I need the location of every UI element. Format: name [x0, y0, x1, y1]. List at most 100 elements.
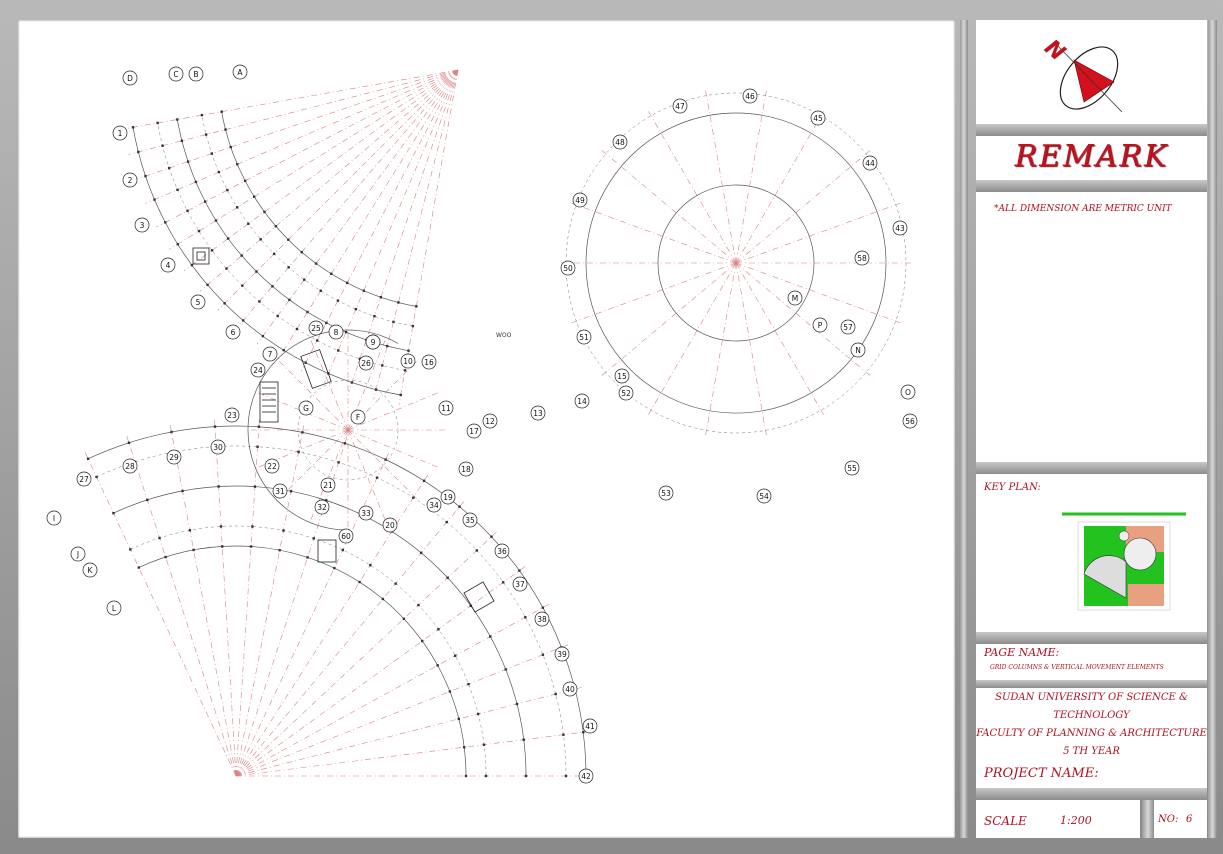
column	[206, 283, 209, 287]
bottom-fan-grid-ray	[125, 433, 237, 777]
column	[524, 616, 527, 619]
column	[255, 270, 258, 273]
grid-bubble-label: 40	[565, 685, 575, 694]
page-name-value: GRID COLUMNS & VERTICAL MOVEMENT ELEMENT…	[990, 664, 1164, 671]
grid-bubble: 8	[328, 324, 344, 340]
top-fan-grid-ray	[373, 69, 459, 400]
grid-bubble: 47	[672, 98, 688, 114]
grid-bubble: K	[82, 562, 98, 578]
circle-grid-ray	[735, 262, 767, 436]
column	[524, 774, 528, 778]
column	[204, 200, 207, 203]
grid-bubble: 39	[554, 646, 570, 662]
room-tag: WOO	[496, 332, 512, 339]
grid-bubble: I	[46, 510, 62, 526]
column	[129, 548, 132, 551]
column	[282, 349, 285, 352]
column	[379, 296, 383, 299]
column	[403, 369, 407, 372]
grid-bubble: 16	[421, 354, 437, 370]
grid-bubble: 24	[250, 362, 266, 378]
column	[464, 774, 468, 778]
column	[457, 717, 460, 721]
grid-bubble: J	[70, 546, 86, 562]
column	[515, 702, 519, 706]
grid-bubble: 33	[358, 505, 374, 521]
column	[276, 314, 279, 318]
grid-bubble-label: 29	[169, 453, 179, 462]
grid-bubble: 15	[614, 368, 630, 384]
column	[226, 237, 230, 240]
grid-bubble: 35	[462, 512, 478, 528]
grid-bubble-label: 47	[675, 102, 685, 111]
floor-plan-drawing: DCBASFGMPNOIJKL1234567891011121314151617…	[46, 64, 918, 784]
column	[217, 485, 220, 488]
column	[386, 344, 389, 348]
grid-bubble-label: 2	[128, 176, 133, 185]
circle-grid-ray	[705, 90, 737, 264]
circle-grid-ray	[601, 150, 737, 264]
column	[213, 425, 217, 428]
grid-bubble-label: L	[112, 604, 117, 613]
column	[137, 566, 140, 569]
top-fan-grid-ray	[217, 69, 459, 311]
column	[176, 118, 179, 121]
top-fan-grid-ray	[256, 69, 459, 345]
grid-bubble: 36	[494, 543, 510, 559]
grid-bubble-label: 19	[443, 493, 453, 502]
top-fan-grid-ray	[156, 69, 459, 228]
grid-bubble-label: 45	[813, 114, 823, 123]
column	[315, 339, 319, 342]
grid-bubble: 25	[308, 320, 324, 336]
column	[301, 431, 304, 434]
grid-bubble: 2	[122, 172, 138, 188]
grid-bubble-label: 48	[615, 138, 625, 147]
top-fan-grid-ray	[128, 69, 459, 155]
grid-bubble: 44	[862, 155, 878, 171]
frame-edge	[1208, 20, 1217, 838]
north-label: N	[1039, 35, 1069, 66]
column	[344, 330, 348, 334]
column	[243, 179, 247, 183]
column	[541, 653, 545, 656]
grid-bubble-label: 9	[371, 338, 376, 347]
column	[256, 445, 259, 448]
circle-grid-ray	[705, 262, 737, 436]
column	[373, 315, 376, 318]
sheet-no-value: 6	[1186, 814, 1193, 825]
hub-grid-ray	[255, 391, 349, 431]
grid-bubble-label: 60	[341, 532, 351, 541]
grid-bubble: 45	[810, 110, 826, 126]
grid-bubble: F	[350, 409, 366, 425]
grid-bubble-label: 4	[166, 261, 171, 270]
column	[95, 475, 98, 479]
circle-grid-ray	[735, 150, 871, 264]
column	[362, 289, 365, 292]
grid-bubble-label: O	[905, 388, 911, 397]
grid-bubble-label: M	[792, 294, 798, 303]
column	[412, 496, 415, 499]
faculty-line: FACULTY OF PLANNING & ARCHITECTURE	[976, 728, 1207, 739]
column	[415, 305, 418, 308]
grid-bubble-label: 35	[465, 516, 475, 525]
key-plan-thumbnail	[1062, 512, 1186, 611]
stair-core-1	[192, 247, 210, 265]
grid-bubble: D	[122, 70, 138, 86]
column	[437, 628, 440, 631]
column	[258, 300, 261, 303]
grid-bubble: 60	[338, 528, 354, 544]
column	[306, 556, 309, 559]
grid-bubble-label: 33	[361, 509, 371, 518]
hub-grid-ray	[309, 337, 349, 431]
grid-bubble: N	[850, 342, 866, 358]
column	[445, 520, 448, 524]
column	[210, 249, 214, 252]
column	[336, 299, 340, 302]
top-fan-grid-ray	[278, 69, 459, 359]
grid-bubble: 53	[658, 485, 674, 501]
grid-bubble: 10	[400, 353, 416, 369]
column	[325, 499, 328, 502]
column	[170, 430, 173, 434]
grid-bubble-label: 13	[533, 409, 543, 418]
column	[131, 126, 135, 129]
